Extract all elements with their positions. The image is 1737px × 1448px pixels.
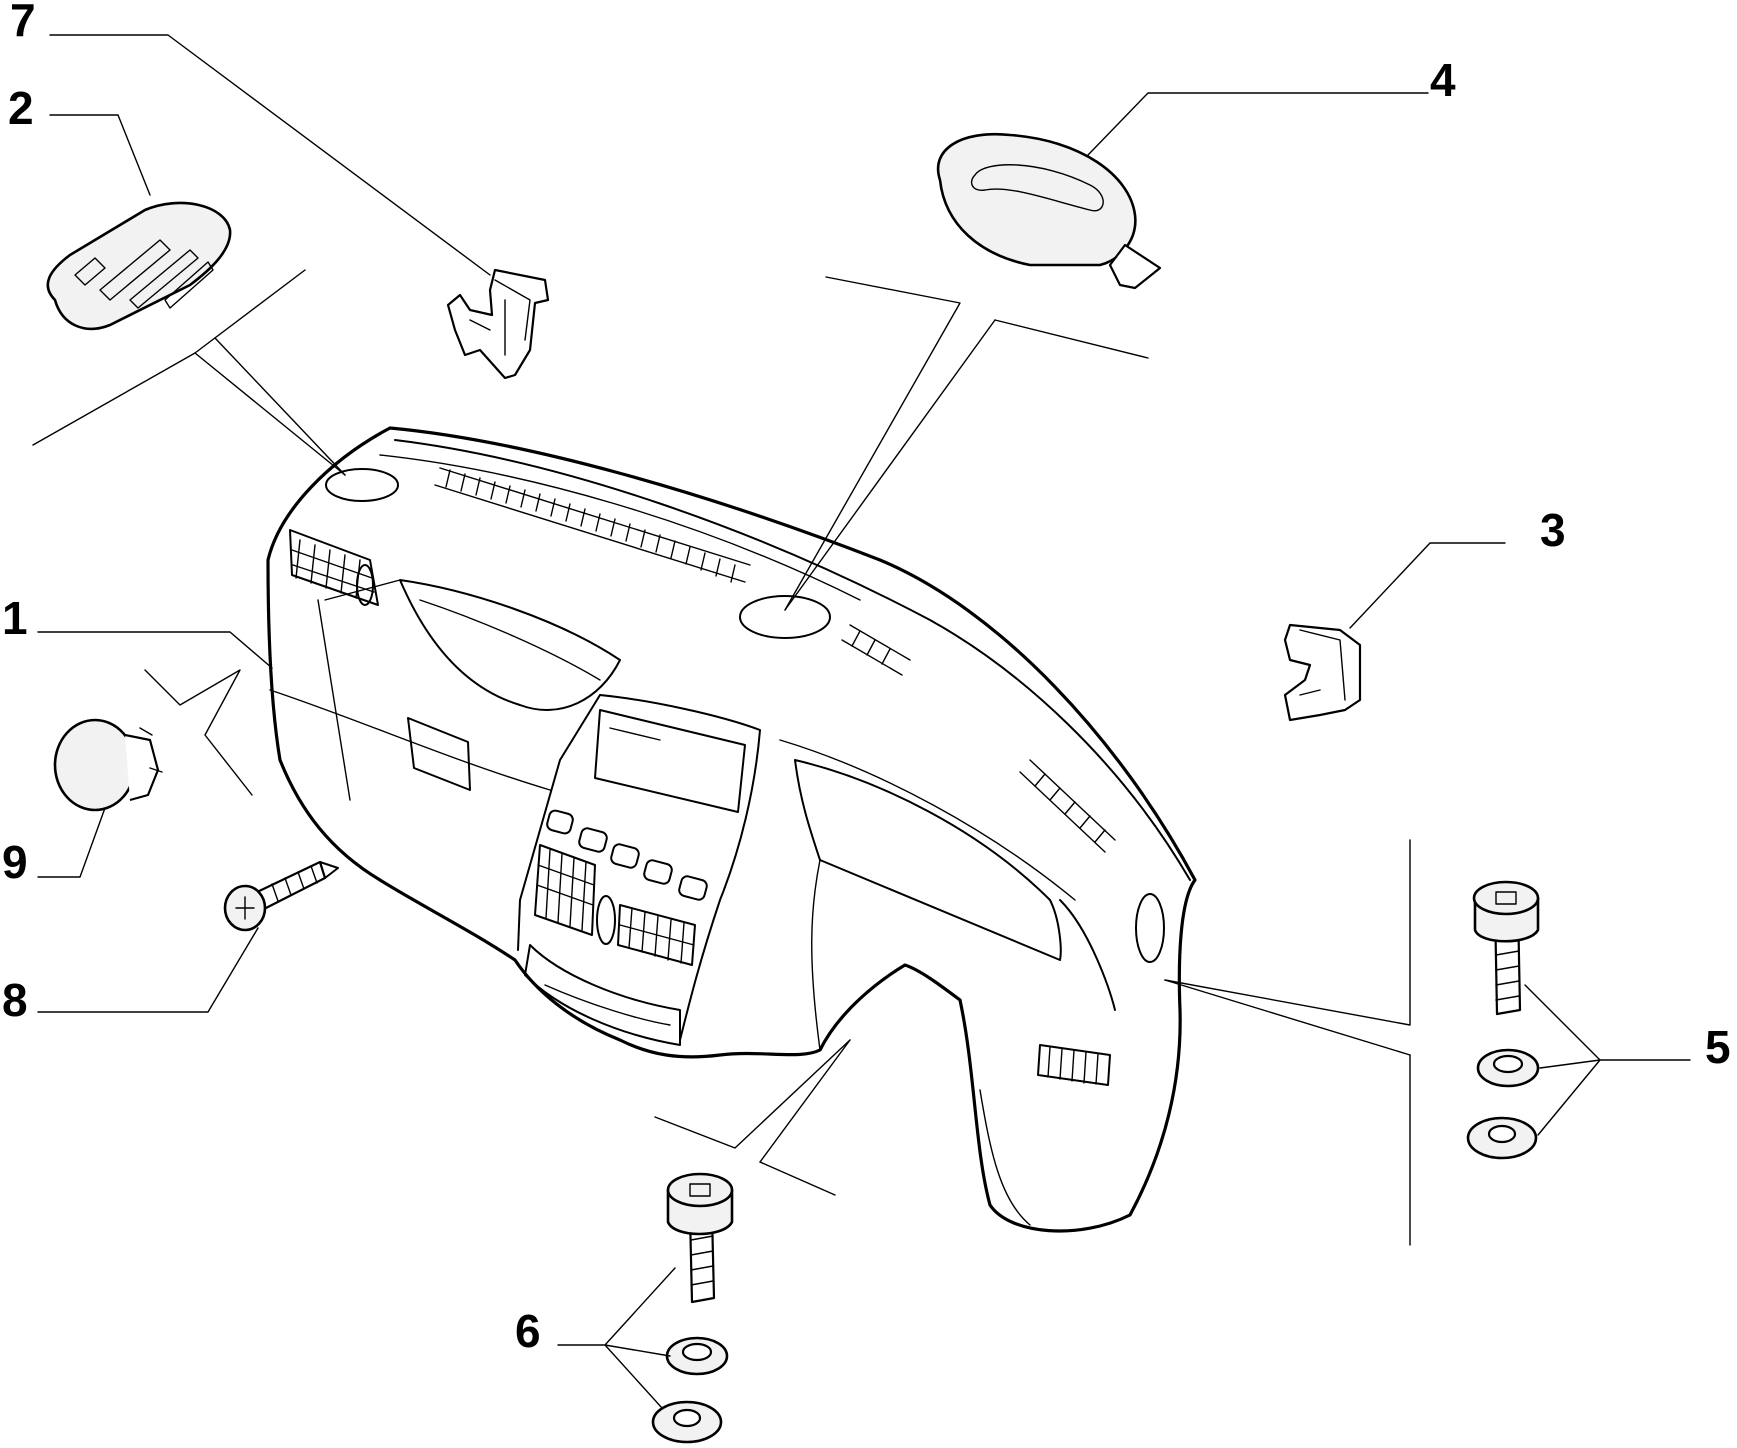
- cap-9: [53, 718, 163, 812]
- screw-8: [223, 860, 339, 932]
- callout-7: 7: [10, 0, 36, 46]
- bolt-set-6: [651, 1172, 734, 1444]
- defrost-grille-2: [46, 201, 232, 331]
- bolt-set-5: [1466, 880, 1540, 1160]
- callout-3: 3: [1540, 504, 1566, 556]
- callout-5: 5: [1705, 1021, 1731, 1073]
- dashboard-panel: [266, 426, 1197, 1233]
- callout-1: 1: [2, 592, 28, 644]
- leader-lines: [32, 34, 1691, 1409]
- callout-8: 8: [2, 974, 28, 1026]
- speaker-cover-4: [936, 132, 1162, 290]
- callout-6: 6: [515, 1305, 541, 1357]
- clip-7: [446, 268, 550, 380]
- bracket-3: [1283, 623, 1362, 722]
- callout-4: 4: [1430, 54, 1456, 106]
- callout-9: 9: [2, 836, 28, 888]
- callout-2: 2: [8, 82, 34, 134]
